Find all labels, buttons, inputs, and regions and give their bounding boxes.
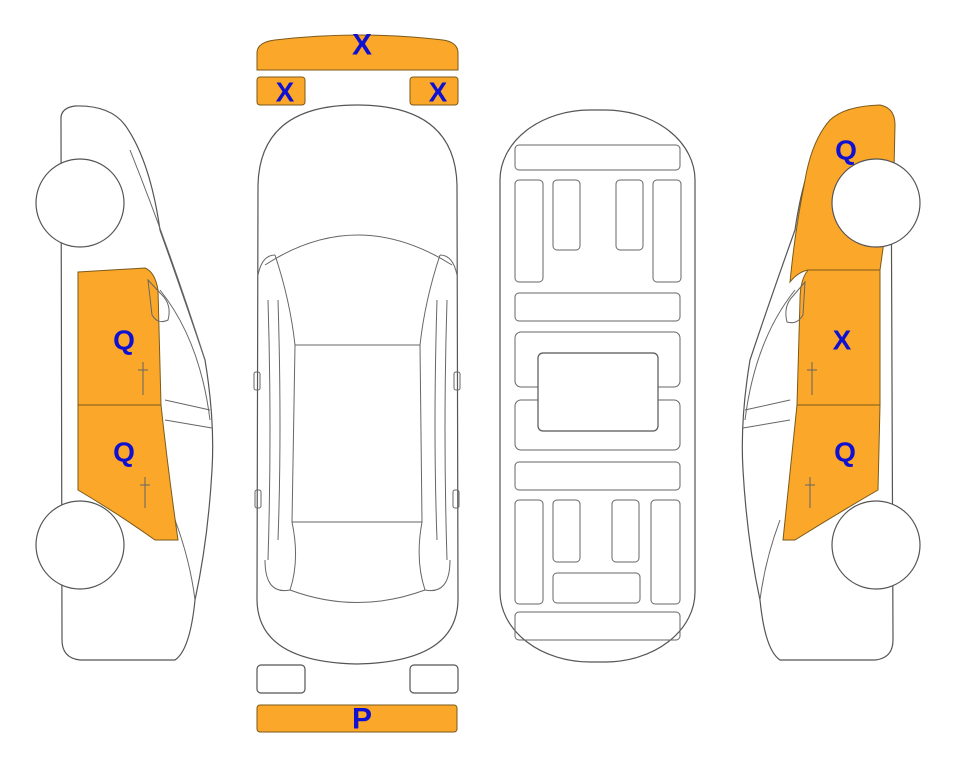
front-bumper-group: X X X: [256, 29, 459, 108]
left-front-wheel: [35, 158, 125, 248]
front-bumper-panel[interactable]: [256, 34, 459, 71]
left-rear-wheel: [35, 500, 125, 590]
rear-left-light-panel[interactable]: [256, 664, 306, 694]
front-bumper-label: X: [352, 29, 372, 62]
right-front-wheel: [831, 158, 921, 248]
right-front-door-label: X: [833, 325, 852, 356]
rear-bumper-panel[interactable]: [256, 704, 458, 733]
right-front-fender-label: Q: [835, 135, 857, 166]
left-rear-door-panel[interactable]: [77, 404, 179, 541]
front-left-light-label: X: [276, 77, 295, 108]
left-front-door-panel[interactable]: [77, 267, 162, 406]
car-top-view: [253, 104, 461, 665]
right-rear-door-panel[interactable]: [782, 404, 881, 541]
rear-bumper-group: P: [256, 664, 459, 736]
right-rear-door-label: Q: [834, 437, 856, 468]
front-right-light-label: X: [429, 77, 448, 108]
front-right-light-panel[interactable]: [409, 76, 459, 106]
rear-bumper-label: P: [352, 703, 372, 736]
rear-right-light-panel[interactable]: [409, 664, 459, 694]
left-front-door-label: Q: [113, 325, 135, 356]
car-interior-view: [499, 109, 696, 663]
car-left-side-view: Q Q: [35, 105, 214, 661]
front-left-light-panel[interactable]: [256, 76, 306, 106]
right-rear-wheel: [831, 500, 921, 590]
car-right-side-view: Q X Q: [741, 104, 921, 661]
left-rear-door-label: Q: [113, 437, 135, 468]
